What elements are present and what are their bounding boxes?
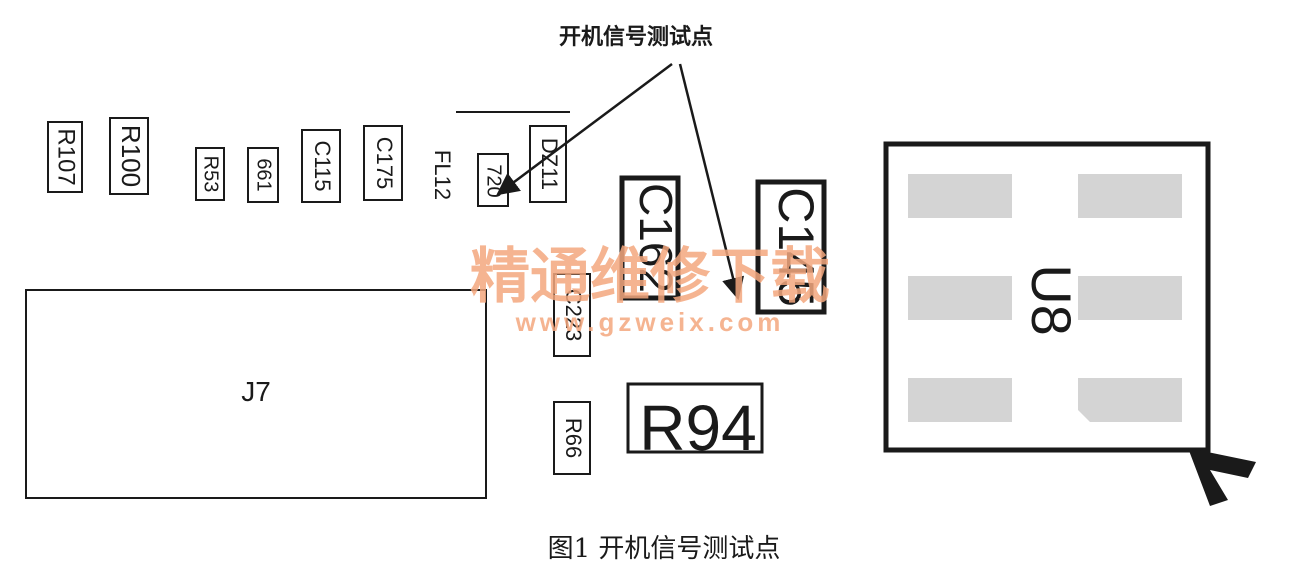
label-r107: R107: [53, 128, 80, 185]
watermark-url: www.gzweix.com: [515, 307, 785, 337]
pad: [908, 378, 1012, 422]
pin1-marker-icon: [1188, 448, 1256, 506]
component-r107: R107: [47, 121, 83, 193]
pad: [908, 174, 1012, 218]
label-c61: 661: [253, 158, 275, 191]
label-r66: R66: [561, 418, 586, 458]
label-dz11: DZ11: [537, 138, 562, 190]
component-test-point: 720: [477, 153, 509, 207]
pad: [908, 276, 1012, 320]
component-c61: 661: [247, 147, 279, 203]
annotation-label: 开机信号测试点: [559, 24, 713, 49]
figure-caption: 图1 开机信号测试点: [548, 534, 781, 564]
label-c145: C145: [768, 187, 824, 307]
label-test-point: 720: [483, 164, 505, 197]
arrow-to-test-point: [496, 62, 673, 196]
label-r100: R100: [116, 125, 146, 187]
label-fl12: FL12: [430, 150, 455, 200]
component-r53: R53: [195, 147, 225, 201]
component-r100: R100: [109, 117, 149, 195]
watermark-title: 精通维修下载: [470, 243, 830, 310]
pad: [1078, 378, 1182, 422]
pad: [1078, 174, 1182, 218]
component-j7: J7: [25, 289, 487, 499]
component-c223: C223: [553, 273, 591, 357]
label-c175: C175: [372, 137, 397, 190]
component-c145: C145: [755, 179, 827, 315]
label-c115: C115: [310, 141, 335, 192]
component-c175: C175: [363, 125, 403, 201]
component-c162: C162: [619, 175, 682, 301]
arrow-to-second-point: [678, 63, 745, 301]
component-dz11: DZ11: [529, 125, 567, 203]
component-c115: C115: [301, 129, 341, 203]
component-r66: R66: [553, 401, 591, 475]
component-fl12: FL12: [430, 150, 455, 200]
component-r94: R94: [626, 382, 764, 464]
label-c162: C162: [630, 183, 682, 293]
label-r53: R53: [200, 156, 222, 193]
component-u8: U8: [883, 141, 1211, 453]
label-c223: C223: [561, 289, 586, 342]
pad: [1078, 276, 1182, 320]
label-r94: R94: [639, 392, 756, 464]
label-u8: U8: [1020, 264, 1083, 336]
label-j7: J7: [241, 376, 271, 407]
